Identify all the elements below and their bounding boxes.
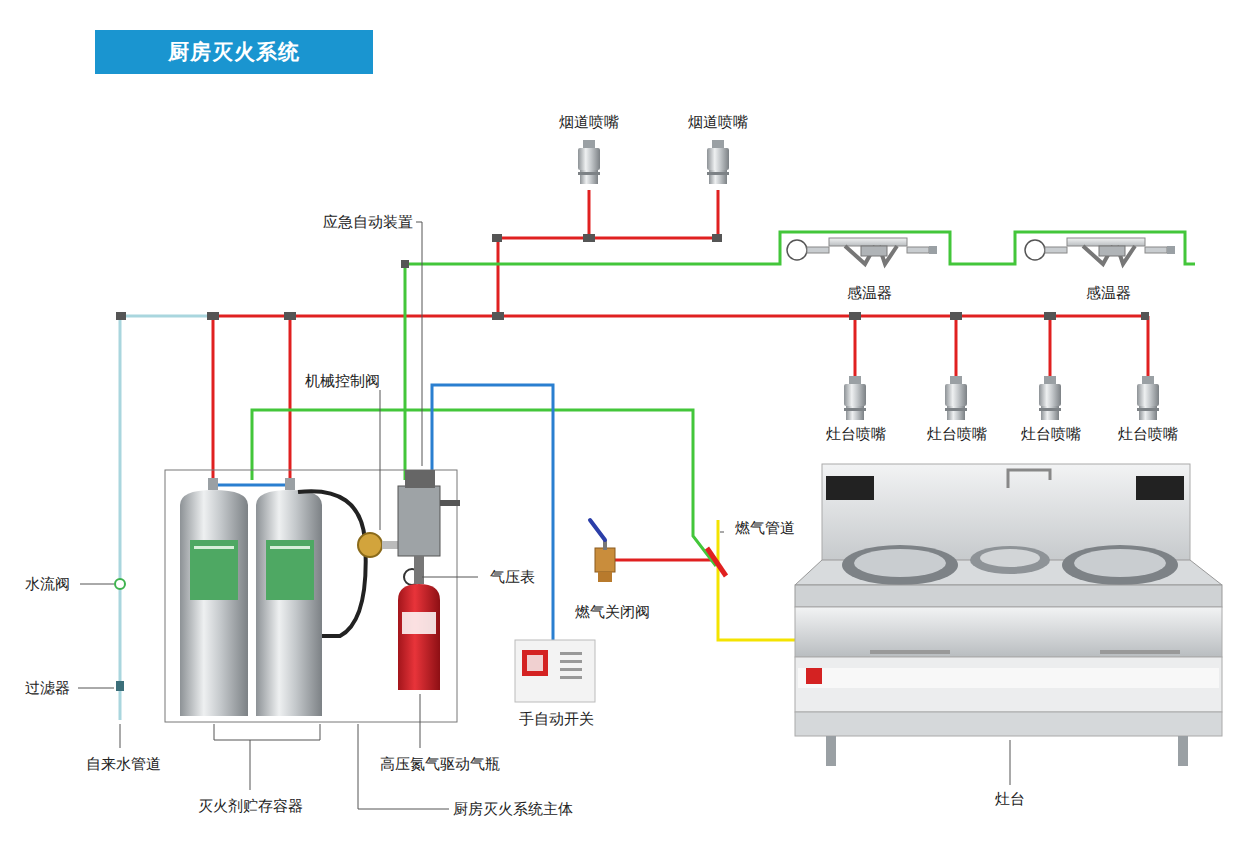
part-label: 自来水管道: [84, 755, 163, 773]
part-label: 厨房灭火系统主体: [451, 800, 575, 818]
part-label: 烟道喷嘴: [557, 113, 621, 131]
part-label: 灶台喷嘴: [925, 425, 989, 443]
part-label: 灭火剂贮存容器: [196, 797, 305, 815]
part-label: 手自动开关: [517, 710, 596, 728]
diagram-title: 厨房灭火系统: [168, 38, 300, 66]
part-label: 灶台: [993, 790, 1027, 808]
part-label: 应急自动装置: [321, 213, 415, 231]
part-label: 气压表: [488, 568, 537, 586]
title-banner: 厨房灭火系统: [95, 30, 373, 74]
part-label: 燃气管道: [733, 519, 797, 537]
part-label: 过滤器: [23, 679, 72, 697]
part-label: 灶台喷嘴: [824, 425, 888, 443]
part-label: 感温器: [1084, 284, 1133, 302]
part-label: 燃气关闭阀: [573, 603, 652, 621]
part-label: 感温器: [845, 284, 894, 302]
part-label: 水流阀: [23, 575, 72, 593]
part-label: 灶台喷嘴: [1019, 425, 1083, 443]
part-label: 灶台喷嘴: [1116, 425, 1180, 443]
part-label: 高压氮气驱动气瓶: [378, 755, 502, 773]
part-label: 烟道喷嘴: [686, 113, 750, 131]
part-label: 机械控制阀: [303, 372, 382, 390]
